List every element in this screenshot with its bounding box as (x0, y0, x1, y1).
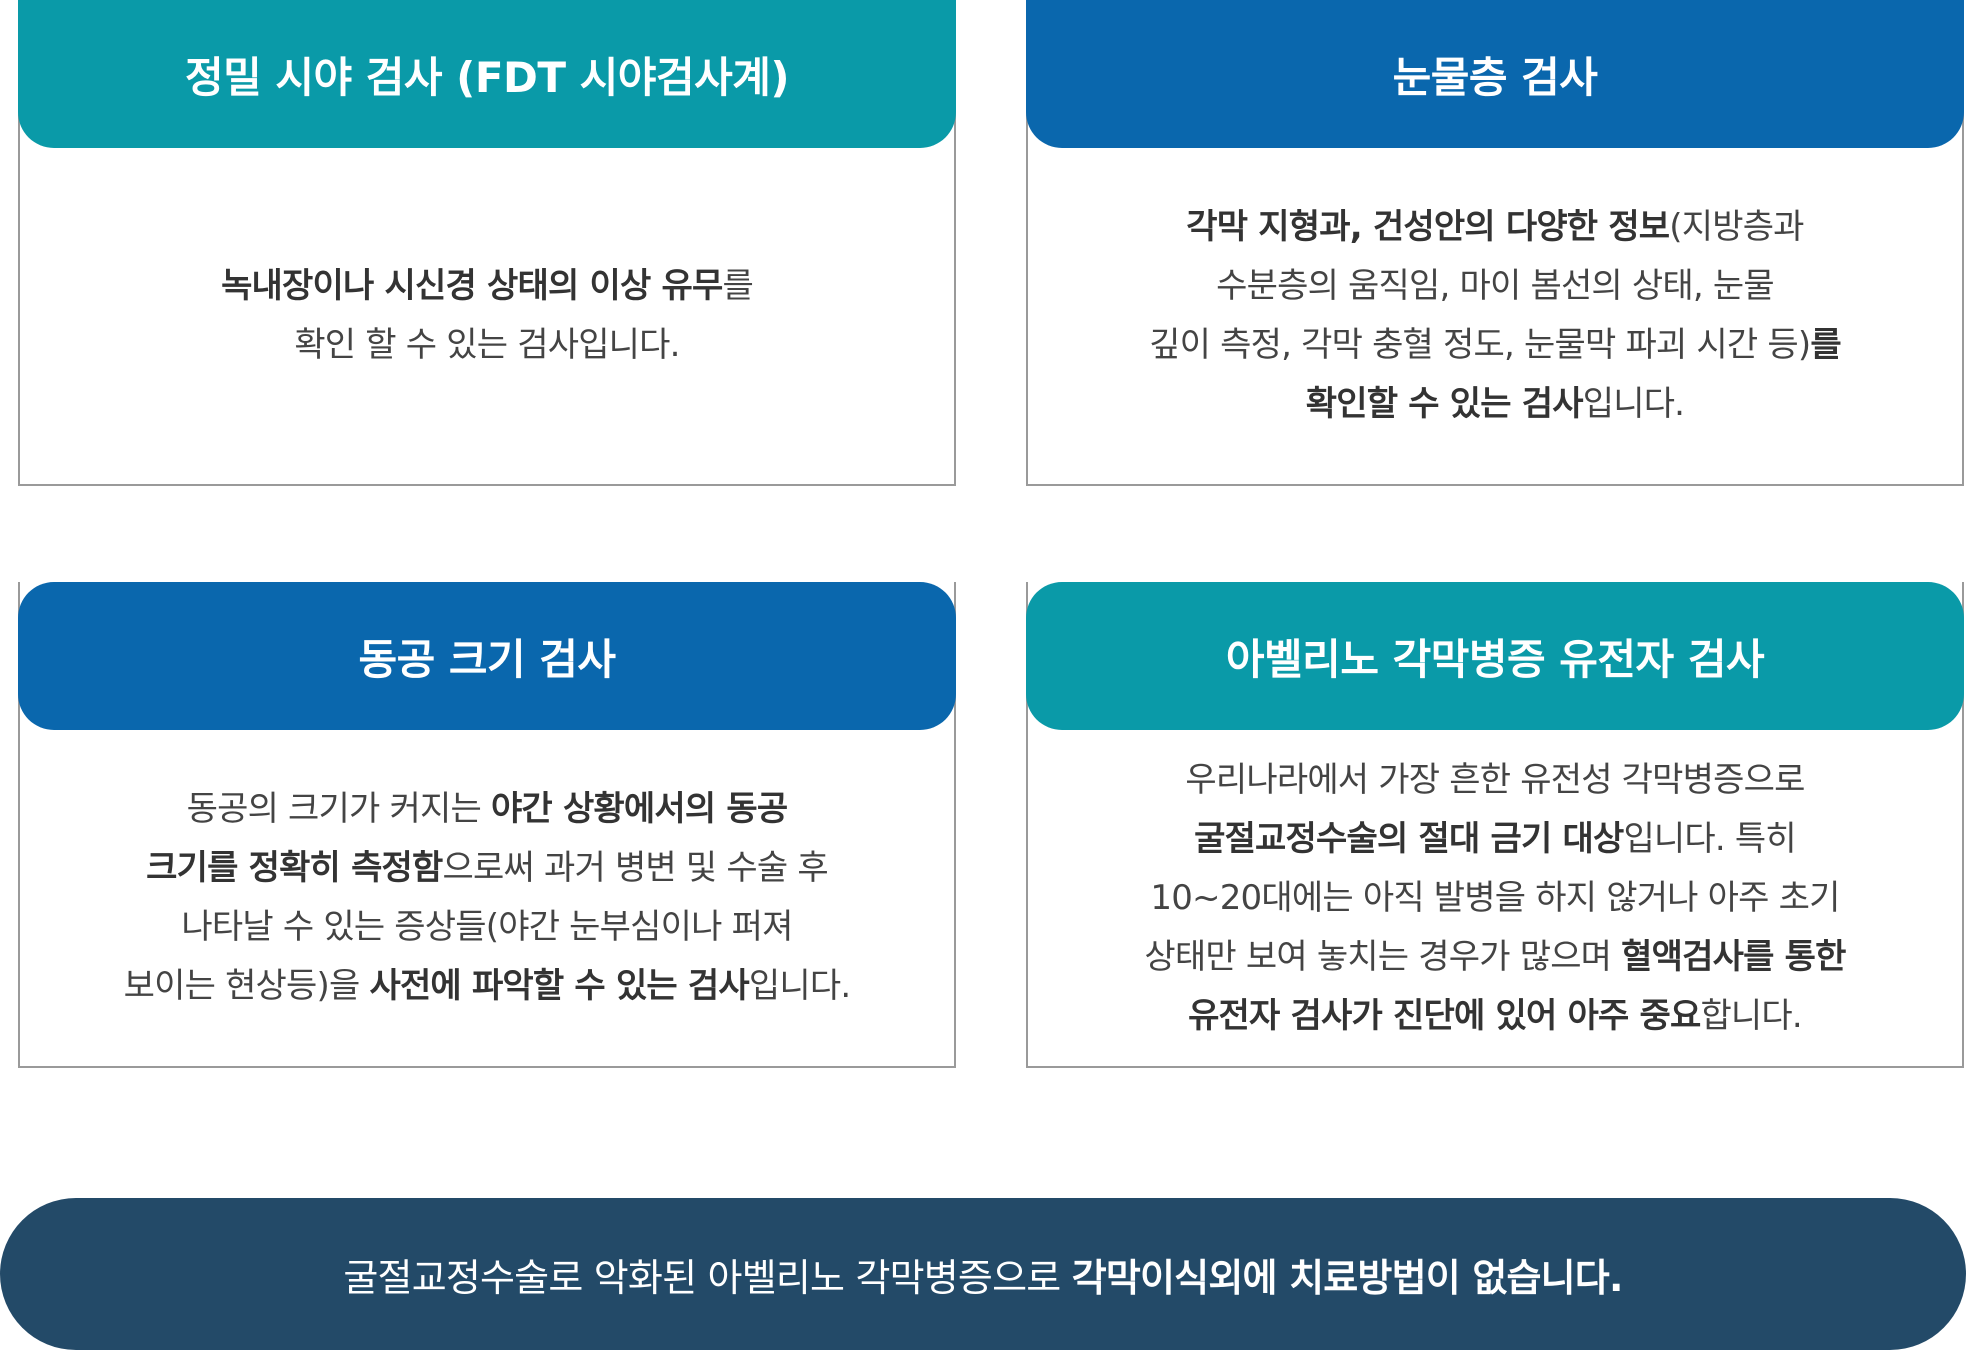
text-segment: 수분층의 움직임, 마이 봄선의 상태, 눈물 (1216, 266, 1775, 306)
text-segment: 으로써 과거 병변 및 수술 후 (442, 848, 829, 888)
card-title: 동공 크기 검사 (358, 634, 616, 684)
emphasized-text: 사전에 파악할 수 있는 검사 (369, 966, 749, 1006)
description-line: 나타날 수 있는 증상들(야간 눈부심이나 퍼져 (124, 898, 851, 957)
description-line: 유전자 검사가 진단에 있어 아주 중요합니다. (1144, 987, 1845, 1046)
text-segment: 상태만 보여 놓치는 경우가 많으며 (1144, 936, 1622, 977)
emphasized-text: 야간 상황에서의 동공 (490, 789, 788, 829)
description-line: 동공의 크기가 커지는 야간 상황에서의 동공 (124, 780, 851, 839)
description-line: 확인 할 수 있는 검사입니다. (221, 316, 753, 375)
card-header: 정밀 시야 검사 (FDT 시야검사계) (18, 0, 956, 148)
text-segment: 보이는 현상등)을 (123, 966, 370, 1006)
emphasized-text: 확인할 수 있는 검사 (1305, 384, 1584, 424)
text-segment: 굴절교정수술로 악화된 아벨리노 각막병증으로 (343, 1255, 1072, 1300)
emphasized-text: 혈액검사를 통한 (1621, 936, 1846, 977)
card-header: 동공 크기 검사 (18, 582, 956, 730)
card-title: 정밀 시야 검사 (FDT 시야검사계) (184, 52, 790, 102)
card-fdt-visual-field-test: 정밀 시야 검사 (FDT 시야검사계) 녹내장이나 시신경 상태의 이상 유무… (18, 0, 956, 486)
emphasized-text: 를 (1810, 325, 1841, 365)
description-line: 우리나라에서 가장 흔한 유전성 각막병증으로 (1144, 751, 1845, 810)
description-line: 굴절교정수술의 절대 금기 대상입니다. 특히 (1144, 810, 1845, 869)
bottom-banner: 굴절교정수술로 악화된 아벨리노 각막병증으로 각막이식외에 치료방법이 없습니… (0, 1198, 1966, 1350)
emphasized-text: 각막이식외에 치료방법이 없습니다. (1071, 1255, 1624, 1300)
description-line: 확인할 수 있는 검사입니다. (1149, 375, 1841, 434)
description-line: 10~20대에는 아직 발병을 하지 않거나 아주 초기 (1144, 869, 1845, 928)
emphasized-text: 굴절교정수술의 절대 금기 대상 (1194, 818, 1624, 859)
card-title: 눈물층 검사 (1392, 52, 1598, 102)
text-segment: 를 (722, 266, 753, 306)
description-line: 각막 지형과, 건성안의 다양한 정보(지방층과 (1149, 198, 1841, 257)
description-line: 수분층의 움직임, 마이 봄선의 상태, 눈물 (1149, 257, 1841, 316)
text-segment: 나타날 수 있는 증상들(야간 눈부심이나 퍼져 (181, 907, 793, 947)
text-segment: (지방층과 (1669, 207, 1804, 247)
emphasized-text: 크기를 정확히 측정함 (146, 848, 443, 888)
emphasized-text: 녹내장이나 시신경 상태의 이상 유무 (221, 266, 723, 306)
card-header: 눈물층 검사 (1026, 0, 1964, 148)
description-line: 녹내장이나 시신경 상태의 이상 유무를 (221, 257, 754, 316)
card-header: 아벨리노 각막병증 유전자 검사 (1026, 582, 1964, 730)
description-line: 깊이 측정, 각막 충혈 정도, 눈물막 파괴 시간 등)를 (1149, 316, 1841, 375)
description-line: 크기를 정확히 측정함으로써 과거 병변 및 수술 후 (124, 839, 851, 898)
text-segment: 입니다. 특히 (1623, 818, 1796, 859)
text-segment: 우리나라에서 가장 흔한 유전성 각막병증으로 (1185, 759, 1805, 800)
emphasized-text: 각막 지형과, 건성안의 다양한 정보 (1186, 207, 1670, 247)
text-segment: 합니다. (1700, 995, 1802, 1036)
card-title: 아벨리노 각막병증 유전자 검사 (1225, 634, 1765, 684)
emphasized-text: 유전자 검사가 진단에 있어 아주 중요 (1188, 995, 1701, 1036)
text-segment: 확인 할 수 있는 검사입니다. (294, 325, 680, 365)
description-line: 상태만 보여 놓치는 경우가 많으며 혈액검사를 통한 (1144, 928, 1846, 987)
description-line: 보이는 현상등)을 사전에 파악할 수 있는 검사입니다. (123, 957, 852, 1016)
text-segment: 깊이 측정, 각막 충혈 정도, 눈물막 파괴 시간 등) (1149, 325, 1811, 365)
banner-text: 굴절교정수술로 악화된 아벨리노 각막병증으로 각막이식외에 치료방법이 없습니… (343, 1247, 1624, 1302)
text-segment: 입니다. (748, 966, 851, 1006)
text-segment: 입니다. (1582, 384, 1685, 424)
text-segment: 10~20대에는 아직 발병을 하지 않거나 아주 초기 (1150, 877, 1840, 918)
card-avellino-gene-test: 아벨리노 각막병증 유전자 검사 우리나라에서 가장 흔한 유전성 각막병증으로… (1026, 582, 1964, 1068)
text-segment: 동공의 크기가 커지는 (186, 789, 491, 829)
